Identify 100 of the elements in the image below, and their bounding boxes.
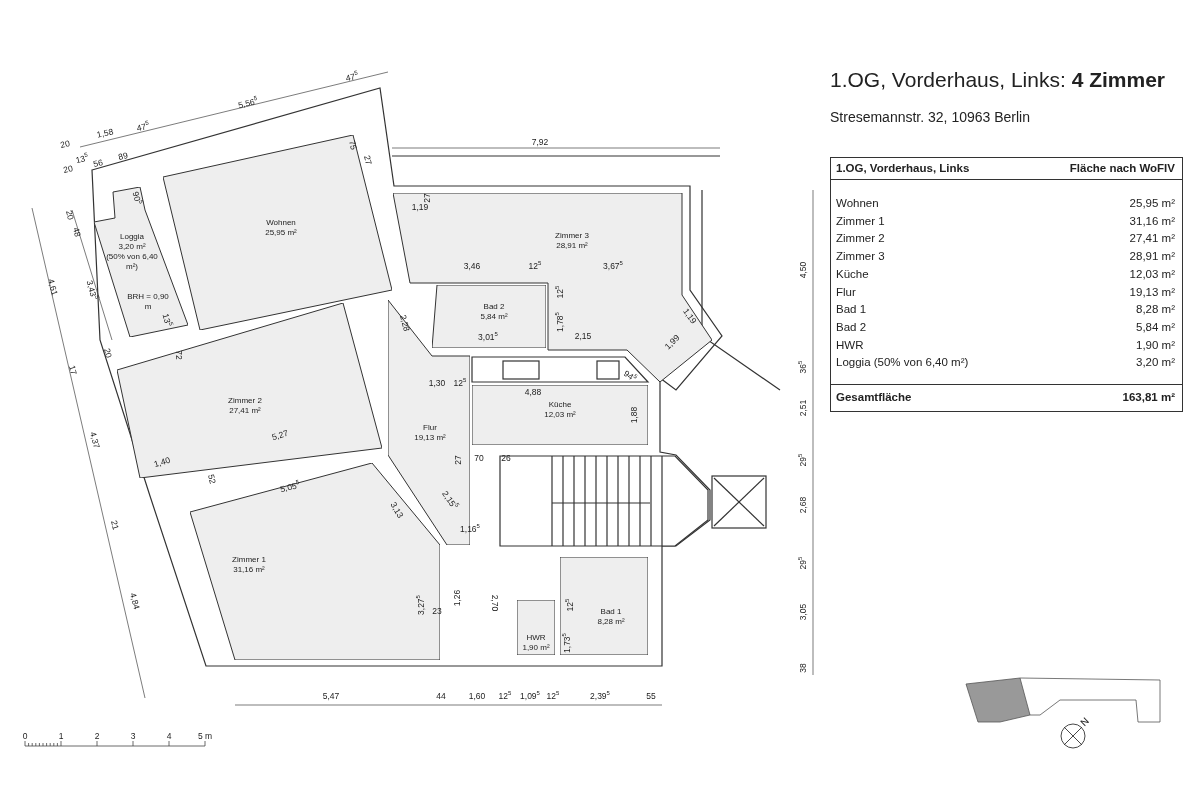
dimension-label: 4,61 bbox=[46, 277, 60, 297]
room-area: 31,16 m² bbox=[233, 565, 265, 575]
room bbox=[432, 285, 546, 348]
dimension-label: 5 m bbox=[197, 731, 213, 741]
area-value: 25,95 m² bbox=[1129, 198, 1175, 208]
dimension-label: 56 bbox=[92, 157, 104, 169]
room-name: Bad 2 bbox=[836, 321, 867, 332]
dimension-label: 2,68 bbox=[798, 496, 808, 514]
dimension-label: 12$^{5}$ bbox=[528, 261, 542, 271]
dimension-label: 23 bbox=[432, 606, 442, 616]
room-area: 28,91 m² bbox=[556, 241, 588, 251]
dimension-label: 55 bbox=[646, 691, 656, 701]
dimension-label: 4 bbox=[166, 731, 172, 741]
room-area: 5,84 m² bbox=[480, 312, 508, 322]
north-label: N bbox=[1078, 715, 1092, 729]
dimension-label: 2,39$^{5}$ bbox=[590, 691, 610, 701]
dimension-label: 5,27 bbox=[270, 427, 290, 443]
room bbox=[560, 557, 648, 655]
room-area: 25,95 m² bbox=[265, 228, 297, 238]
dimension-label: 20 bbox=[63, 209, 77, 221]
dimension-label: 1,09$^{5}$ bbox=[520, 691, 540, 701]
area-value: 19,13 m² bbox=[1129, 286, 1175, 297]
room-name: Zimmer 3 bbox=[555, 231, 589, 241]
room-name: HWR bbox=[836, 339, 864, 350]
dimension-label: 4,84 bbox=[128, 591, 142, 611]
dimension-label: 13$^{5}$ bbox=[74, 152, 90, 166]
dimension-label: 1,19 bbox=[411, 202, 429, 212]
dimension-label: 7,92 bbox=[531, 137, 549, 147]
area-value: 28,91 m² bbox=[1129, 251, 1175, 262]
area-value: 31,16 m² bbox=[1129, 215, 1175, 226]
dimension-label: 5,47 bbox=[322, 691, 340, 701]
table-header: Fläche nach WoFIV bbox=[1069, 163, 1175, 173]
room-name: Zimmer 1 bbox=[232, 555, 266, 565]
area-value: 5,84 m² bbox=[1136, 321, 1175, 332]
room-name: Bad 1 bbox=[600, 607, 622, 617]
dimension-label: 47$^{5}$ bbox=[135, 120, 151, 134]
dimension-label: 1,26 bbox=[452, 589, 462, 607]
total-value: 163,81 m² bbox=[1122, 392, 1175, 402]
total-label: Gesamtfläche bbox=[836, 392, 912, 402]
dimension-label: 5,56$^{5}$ bbox=[237, 95, 259, 111]
dimension-label: 12$^{5}$ bbox=[546, 691, 560, 701]
room-name: Zimmer 2 bbox=[836, 233, 885, 244]
area-value: 3,20 m² bbox=[1136, 357, 1175, 368]
dimension-label: 1 bbox=[58, 731, 64, 741]
dimension-label: 21 bbox=[108, 519, 122, 531]
area-value: 12,03 m² bbox=[1129, 268, 1175, 279]
parapet-height-note: BRH = 0,90 m bbox=[127, 292, 169, 312]
table-header: 1.OG, Vorderhaus, Links bbox=[836, 163, 970, 173]
dimension-label: 3,01$^{5}$ bbox=[478, 332, 498, 342]
dimension-label: 2 bbox=[94, 731, 100, 741]
room bbox=[517, 600, 555, 655]
dimension-label: 20 bbox=[101, 347, 115, 359]
dimension-label: 3,67$^{5}$ bbox=[603, 261, 623, 271]
dimension-label: 1,88 bbox=[629, 406, 639, 424]
area-value: 1,90 m² bbox=[1136, 339, 1175, 350]
dimension-label: 4,37 bbox=[88, 430, 102, 450]
room-name: HWR bbox=[526, 633, 546, 643]
room-name: Wohnen bbox=[836, 198, 879, 208]
address-text: Stresemannstr. 32, 10963 Berlin bbox=[830, 112, 1030, 122]
room-area: 19,13 m² bbox=[414, 433, 446, 443]
dimension-label: 5,05$^{5}$ bbox=[279, 479, 301, 495]
dimension-label: 75 bbox=[346, 139, 360, 151]
dimension-label: 48 bbox=[70, 226, 84, 238]
dimension-label: 72 bbox=[174, 350, 184, 360]
dimension-label: 2,70 bbox=[490, 594, 500, 612]
room-area: 3,20 m² bbox=[118, 242, 146, 252]
dimension-label: 44 bbox=[436, 691, 446, 701]
dimension-label: 3,46 bbox=[463, 261, 481, 271]
room-area: 27,41 m² bbox=[229, 406, 261, 416]
room-area: 1,90 m² bbox=[522, 643, 550, 653]
room-name: Loggia (50% von 6,40 m²) bbox=[836, 357, 969, 368]
dimension-label: 3,05 bbox=[798, 603, 808, 621]
dimension-label: 12$^{5}$ bbox=[498, 691, 512, 701]
room-name: Flur bbox=[423, 423, 437, 433]
title: 1.OG, Vorderhaus, Links: 4 Zimmer bbox=[830, 68, 1165, 92]
dimension-label: 4,50 bbox=[798, 261, 808, 279]
room-name: Küche bbox=[836, 268, 869, 279]
dimension-label: 47$^{5}$ bbox=[344, 70, 360, 84]
room-name: Wohnen bbox=[266, 218, 296, 228]
room-name: Zimmer 1 bbox=[836, 215, 885, 226]
dimension-label: 3 bbox=[130, 731, 136, 741]
room-name: Zimmer 2 bbox=[228, 396, 262, 406]
dimension-label: 70 bbox=[474, 453, 484, 463]
dimension-label: 20 bbox=[62, 163, 74, 175]
dimension-label: 1,58 bbox=[95, 126, 115, 140]
dimension-label: 38 bbox=[798, 663, 808, 673]
room-name: Bad 1 bbox=[836, 304, 867, 315]
room-name: Loggia bbox=[120, 232, 144, 242]
dimension-label: 20 bbox=[59, 138, 71, 150]
dimension-label: 2,15 bbox=[574, 331, 592, 341]
dimension-label: 2,51 bbox=[798, 399, 808, 417]
room-name: Küche bbox=[548, 400, 572, 410]
dimension-label: 0 bbox=[22, 731, 28, 741]
dimension-label: 1,40 bbox=[152, 454, 172, 470]
room-note: (50% von 6,40 m²) bbox=[106, 252, 158, 272]
dimension-label: 52 bbox=[205, 473, 219, 485]
dimension-label: 12$^{5}$ bbox=[453, 378, 467, 388]
area-value: 8,28 m² bbox=[1136, 304, 1175, 315]
area-value: 27,41 m² bbox=[1129, 233, 1175, 244]
dimension-label: 26 bbox=[501, 453, 511, 463]
